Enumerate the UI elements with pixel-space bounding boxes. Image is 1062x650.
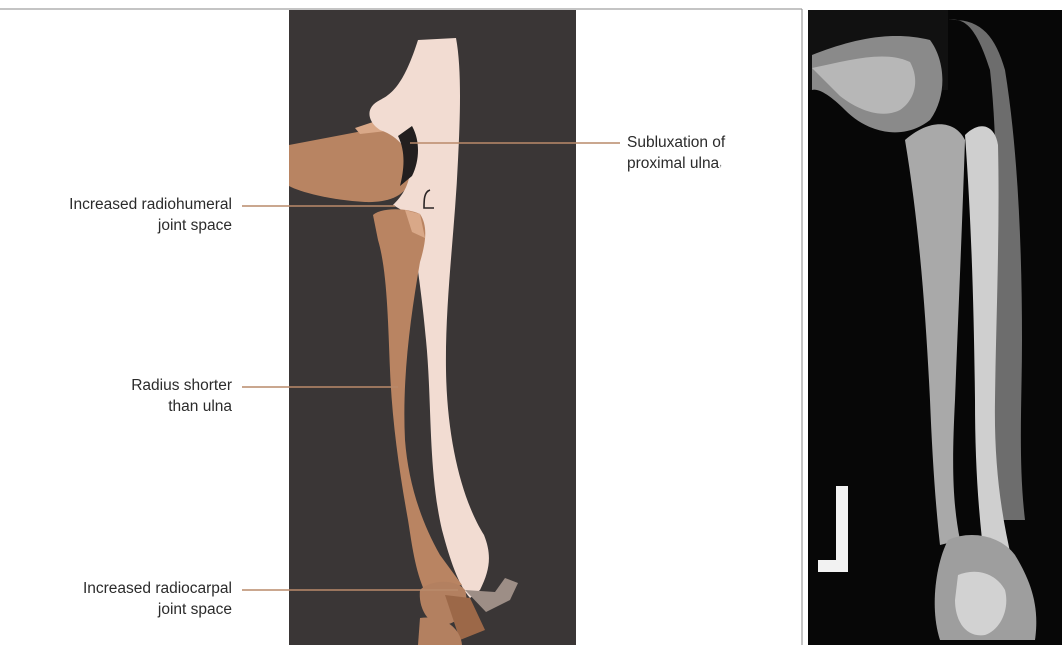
- citation-marker: ,: [719, 158, 722, 169]
- label-subluxation-line2: proximal ulna,: [627, 153, 797, 174]
- xray-image: [808, 10, 1062, 645]
- label-radiocarpal: Increased radiocarpal joint space: [0, 578, 232, 620]
- label-radius: Radius shorter than ulna: [0, 375, 232, 417]
- xray-scale-foot: [818, 560, 848, 572]
- label-radiohumeral: Increased radiohumeral joint space: [0, 194, 232, 236]
- label-radiocarpal-line1: Increased radiocarpal: [0, 578, 232, 599]
- label-subluxation-line2-text: proximal ulna: [627, 155, 719, 172]
- label-subluxation: Subluxation of proximal ulna,: [627, 132, 797, 174]
- label-radiohumeral-line1: Increased radiohumeral: [0, 194, 232, 215]
- label-subluxation-line1: Subluxation of: [627, 132, 797, 153]
- label-radiohumeral-line2: joint space: [0, 215, 232, 236]
- xray-scale-bar: [836, 486, 848, 572]
- label-radiocarpal-line2: joint space: [0, 599, 232, 620]
- label-radius-line2: than ulna: [0, 396, 232, 417]
- label-radius-line1: Radius shorter: [0, 375, 232, 396]
